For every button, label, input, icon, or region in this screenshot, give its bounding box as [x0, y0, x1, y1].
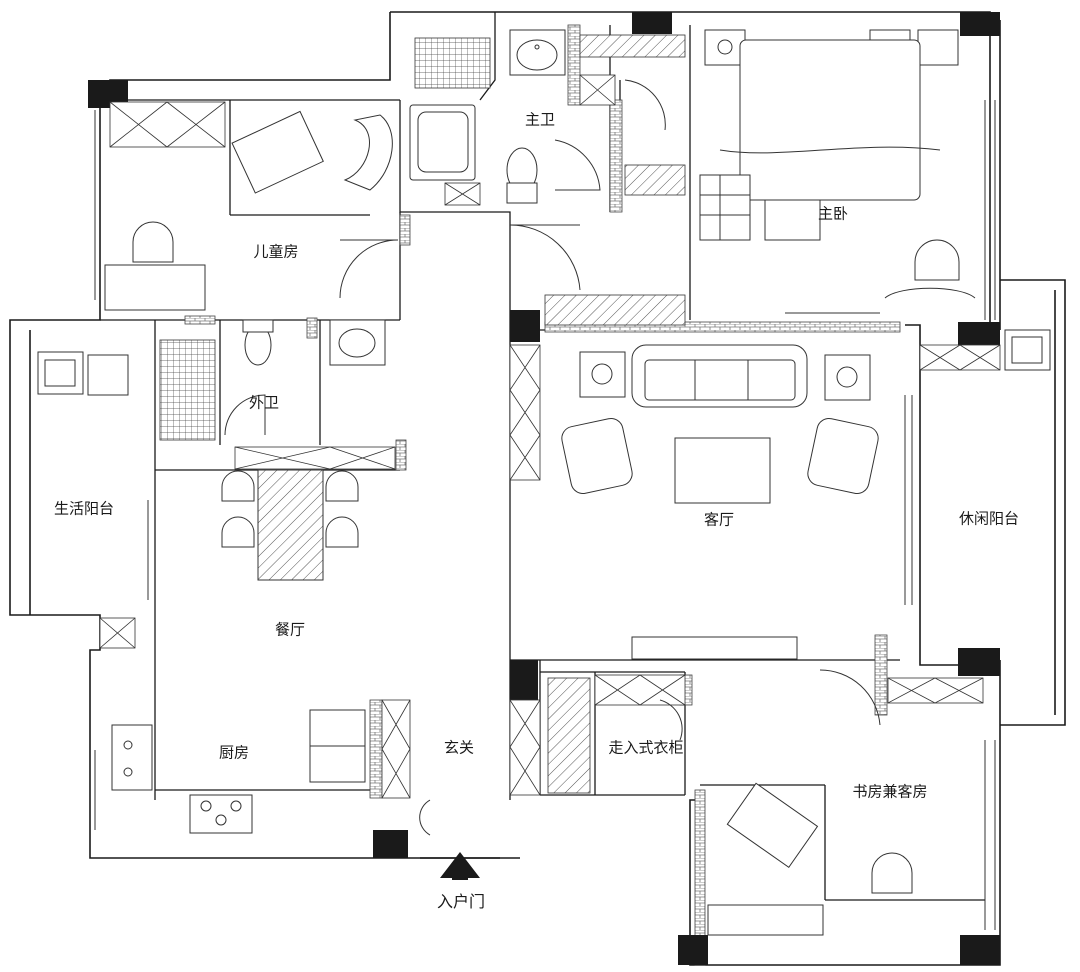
label-walk-in-closet: 走入式衣柜: [608, 738, 684, 757]
leisure-balcony-cabinet: [919, 344, 1001, 371]
structural-columns: [88, 12, 1000, 965]
study-cabinet: [887, 677, 984, 704]
kitchen-fixtures: [111, 709, 366, 834]
living-room-furniture: [561, 344, 879, 660]
windows: [94, 100, 996, 930]
entry-shoe-cabinet: [509, 699, 541, 796]
label-dining-room: 餐厅: [274, 620, 306, 639]
foyer-cabinet: [381, 699, 411, 799]
label-living-room: 客厅: [703, 510, 735, 529]
label-entrance-door: 入户门: [436, 892, 486, 911]
brick-walls: [184, 24, 901, 966]
shower-box: [444, 182, 481, 206]
utility-cabinet: [99, 617, 136, 649]
cabinets: [99, 74, 1001, 799]
closet-shelf: [594, 674, 686, 706]
entry-arrow-icon: [440, 852, 480, 880]
label-leisure-balcony: 休闲阳台: [958, 509, 1020, 528]
kids-wardrobe: [109, 101, 226, 148]
dining-furniture: [221, 469, 359, 581]
wardrobe-hangers: [544, 34, 686, 794]
kids-room-furniture: [104, 110, 393, 311]
label-guest-bath: 外卫: [248, 393, 280, 412]
balcony-fixtures: [37, 329, 1051, 396]
label-master-bedroom: 主卧: [817, 204, 849, 223]
master-bedroom-furniture: [699, 29, 976, 314]
label-utility-balcony: 生活阳台: [53, 499, 115, 518]
label-foyer: 玄关: [443, 738, 475, 757]
label-kitchen: 厨房: [218, 743, 250, 762]
label-study-guest-room: 书房兼客房: [852, 782, 928, 801]
bath-cabinet: [579, 74, 616, 106]
doors: [224, 79, 881, 836]
dining-counter: [234, 446, 396, 470]
living-cabinet-left: [509, 344, 541, 481]
label-kids-room: 儿童房: [253, 242, 299, 261]
study-furniture: [707, 782, 913, 936]
shower-floors: [159, 37, 491, 441]
master-bath-fixtures: [409, 29, 566, 204]
guest-bath-fixtures: [242, 319, 386, 366]
label-master-bath: 主卫: [524, 110, 556, 129]
